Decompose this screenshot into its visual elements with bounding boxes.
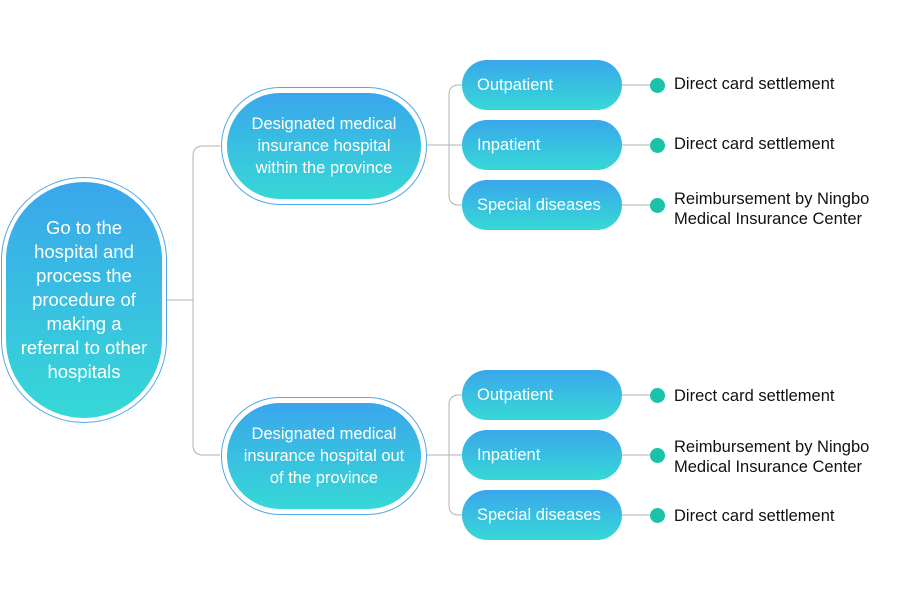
settlement-result: Direct card settlement <box>674 135 835 153</box>
leaf-node-label: Inpatient <box>477 445 541 464</box>
leaf-node-inpatient: Inpatient <box>462 430 622 480</box>
connector-branch-1-leaf-1 <box>448 84 462 145</box>
settlement-result: Direct card settlement <box>674 387 835 405</box>
settlement-result: Direct card settlement <box>674 507 835 525</box>
leaf-node-special-diseases: Special diseases <box>462 180 622 230</box>
branch-node-outline <box>221 87 427 205</box>
bullet-dot-icon <box>650 448 665 463</box>
bullet-dot-icon <box>650 508 665 523</box>
root-node-label: Go to the hospital and process the proce… <box>20 217 148 382</box>
leaf-node-special-diseases: Special diseases <box>462 490 622 540</box>
leaf-node-label: Outpatient <box>477 75 554 94</box>
root-node: Go to the hospital and process the proce… <box>6 182 162 418</box>
leaf-node-label: Special diseases <box>477 505 601 524</box>
connector-branch-2-leaf-1 <box>448 394 462 455</box>
branch-node-within-province: Designated medical insurance hospital wi… <box>227 93 421 199</box>
settlement-result: Reimbursement by Ningbo Medical Insuranc… <box>674 190 870 228</box>
branch-node-out-of-province: Designated medical insurance hospital ou… <box>227 403 421 509</box>
bullet-dot-icon <box>650 78 665 93</box>
connector-root-to-branch-1 <box>192 145 220 300</box>
settlement-result: Direct card settlement <box>674 75 835 93</box>
leaf-node-inpatient: Inpatient <box>462 120 622 170</box>
bullet-dot-icon <box>650 138 665 153</box>
branch-node-label: Designated medical insurance hospital wi… <box>251 115 397 177</box>
connector-branch-2-leaf-3 <box>448 455 462 516</box>
bullet-dot-icon <box>650 388 665 403</box>
bullet-dot-icon <box>650 198 665 213</box>
connector-branch-1-leaf-3 <box>448 145 462 206</box>
leaf-node-label: Special diseases <box>477 195 601 214</box>
branch-node-outline <box>221 397 427 515</box>
leaf-node-outpatient: Outpatient <box>462 60 622 110</box>
connector-root-to-branch-2 <box>192 300 220 456</box>
leaf-node-outpatient: Outpatient <box>462 370 622 420</box>
leaf-node-label: Outpatient <box>477 385 554 404</box>
connector-leaf-to-result <box>622 84 650 516</box>
leaf-node-label: Inpatient <box>477 135 541 154</box>
root-node-outline <box>1 177 167 423</box>
settlement-result: Reimbursement by Ningbo Medical Insuranc… <box>674 438 870 476</box>
branch-node-label: Designated medical insurance hospital ou… <box>243 425 405 487</box>
